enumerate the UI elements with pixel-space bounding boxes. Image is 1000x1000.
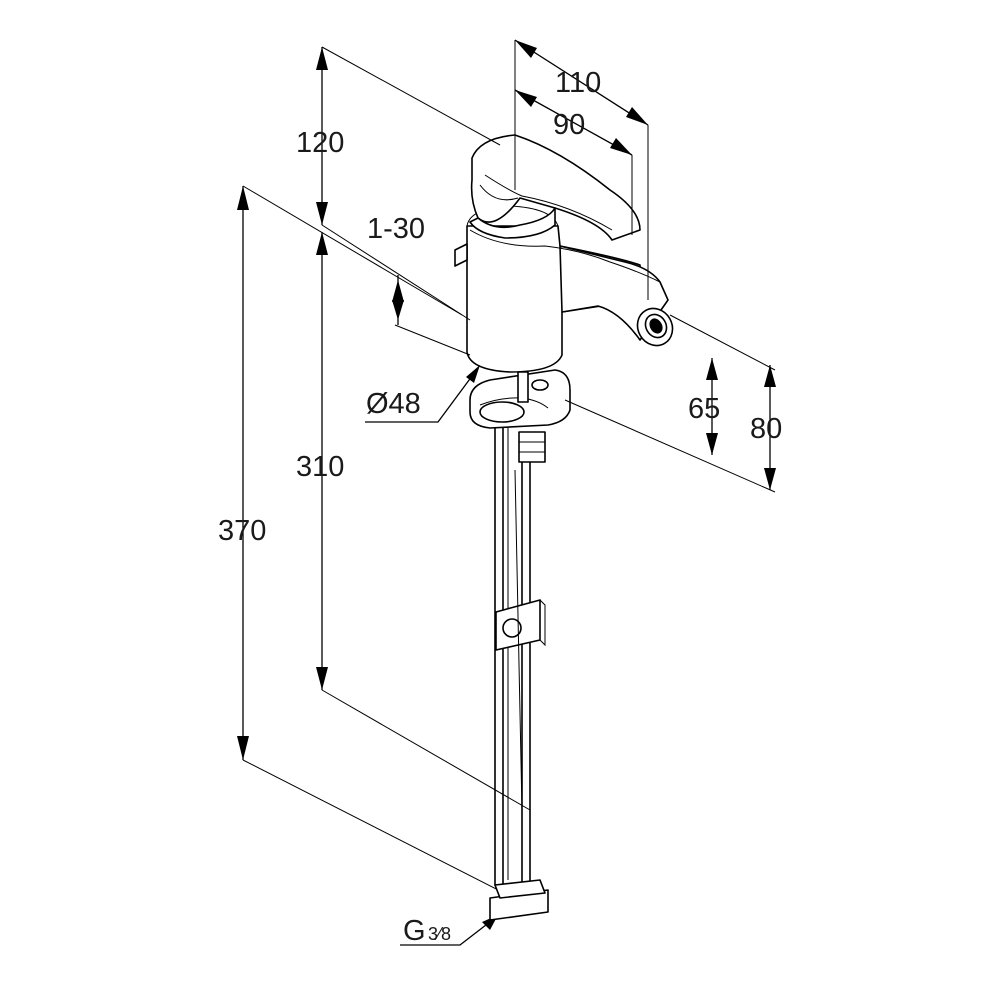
dimension-lines	[237, 39, 776, 946]
dim-label-65: 65	[688, 393, 720, 425]
lever-handle	[469, 134, 641, 241]
dim-label-310: 310	[296, 451, 344, 483]
thread-label-g: G	[403, 915, 426, 947]
dim-label-80: 80	[750, 413, 782, 445]
supply-hoses	[494, 379, 546, 886]
dim-label-120: 120	[296, 127, 344, 159]
dim-label-diameter-48: Ø48	[366, 388, 421, 420]
thread-label-fraction: 3⁄8	[428, 924, 451, 944]
dim-label-370: 370	[218, 515, 266, 547]
dimension-labels: 110 90 120 1-30 310 370 Ø48 65 80 G 3⁄8	[218, 67, 782, 947]
dim-label-90: 90	[553, 109, 585, 141]
dim-label-1-30: 1-30	[367, 213, 425, 245]
dim-label-110: 110	[555, 67, 601, 99]
mounting-bracket	[469, 369, 571, 429]
mixer-body	[454, 205, 674, 373]
faucet-body	[454, 134, 674, 886]
